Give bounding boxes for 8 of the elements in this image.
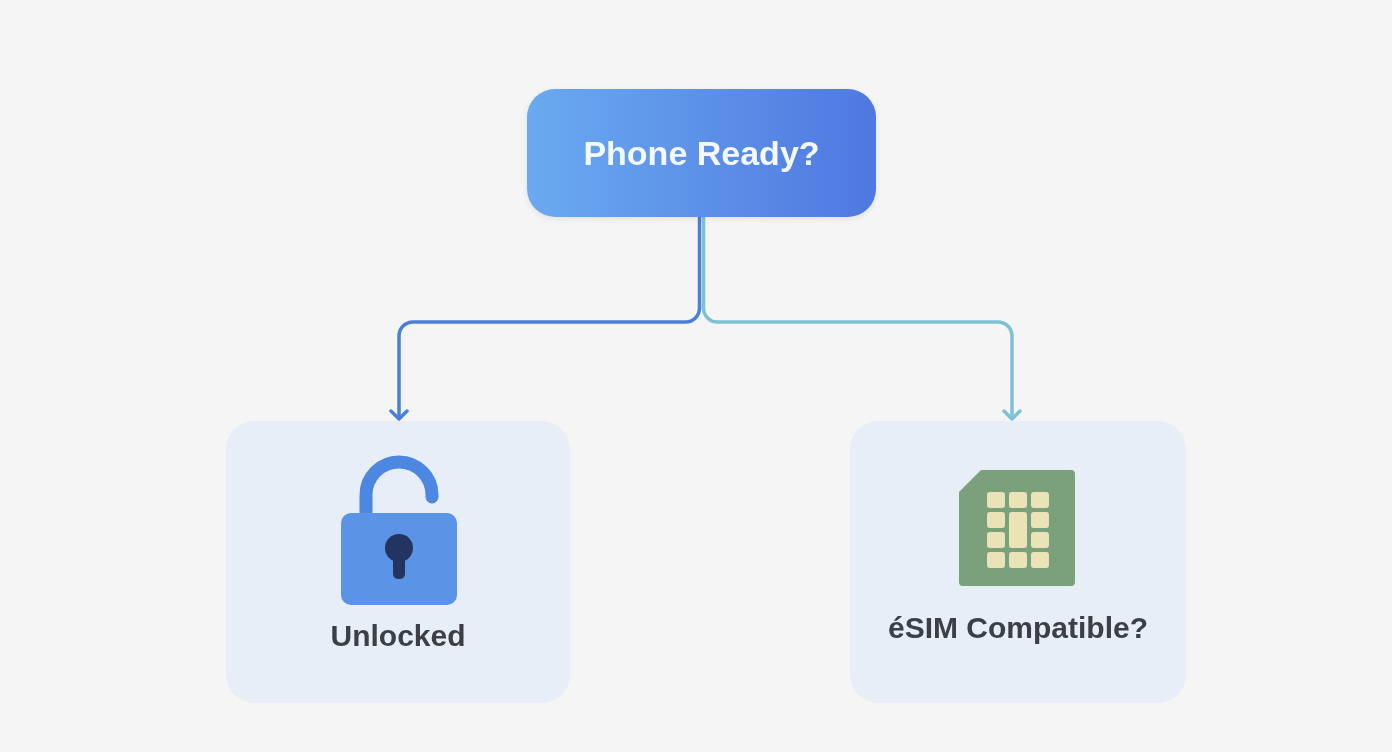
option-card: [226, 421, 570, 703]
decision-label: Phone Ready?: [583, 133, 820, 173]
arrow: [701, 217, 1022, 421]
decision-box: [527, 89, 876, 217]
arrow: [389, 217, 702, 421]
option-label: éSIM Compatible?: [887, 610, 1149, 646]
option-card: [850, 421, 1186, 703]
option-label: Unlocked: [329, 618, 467, 654]
